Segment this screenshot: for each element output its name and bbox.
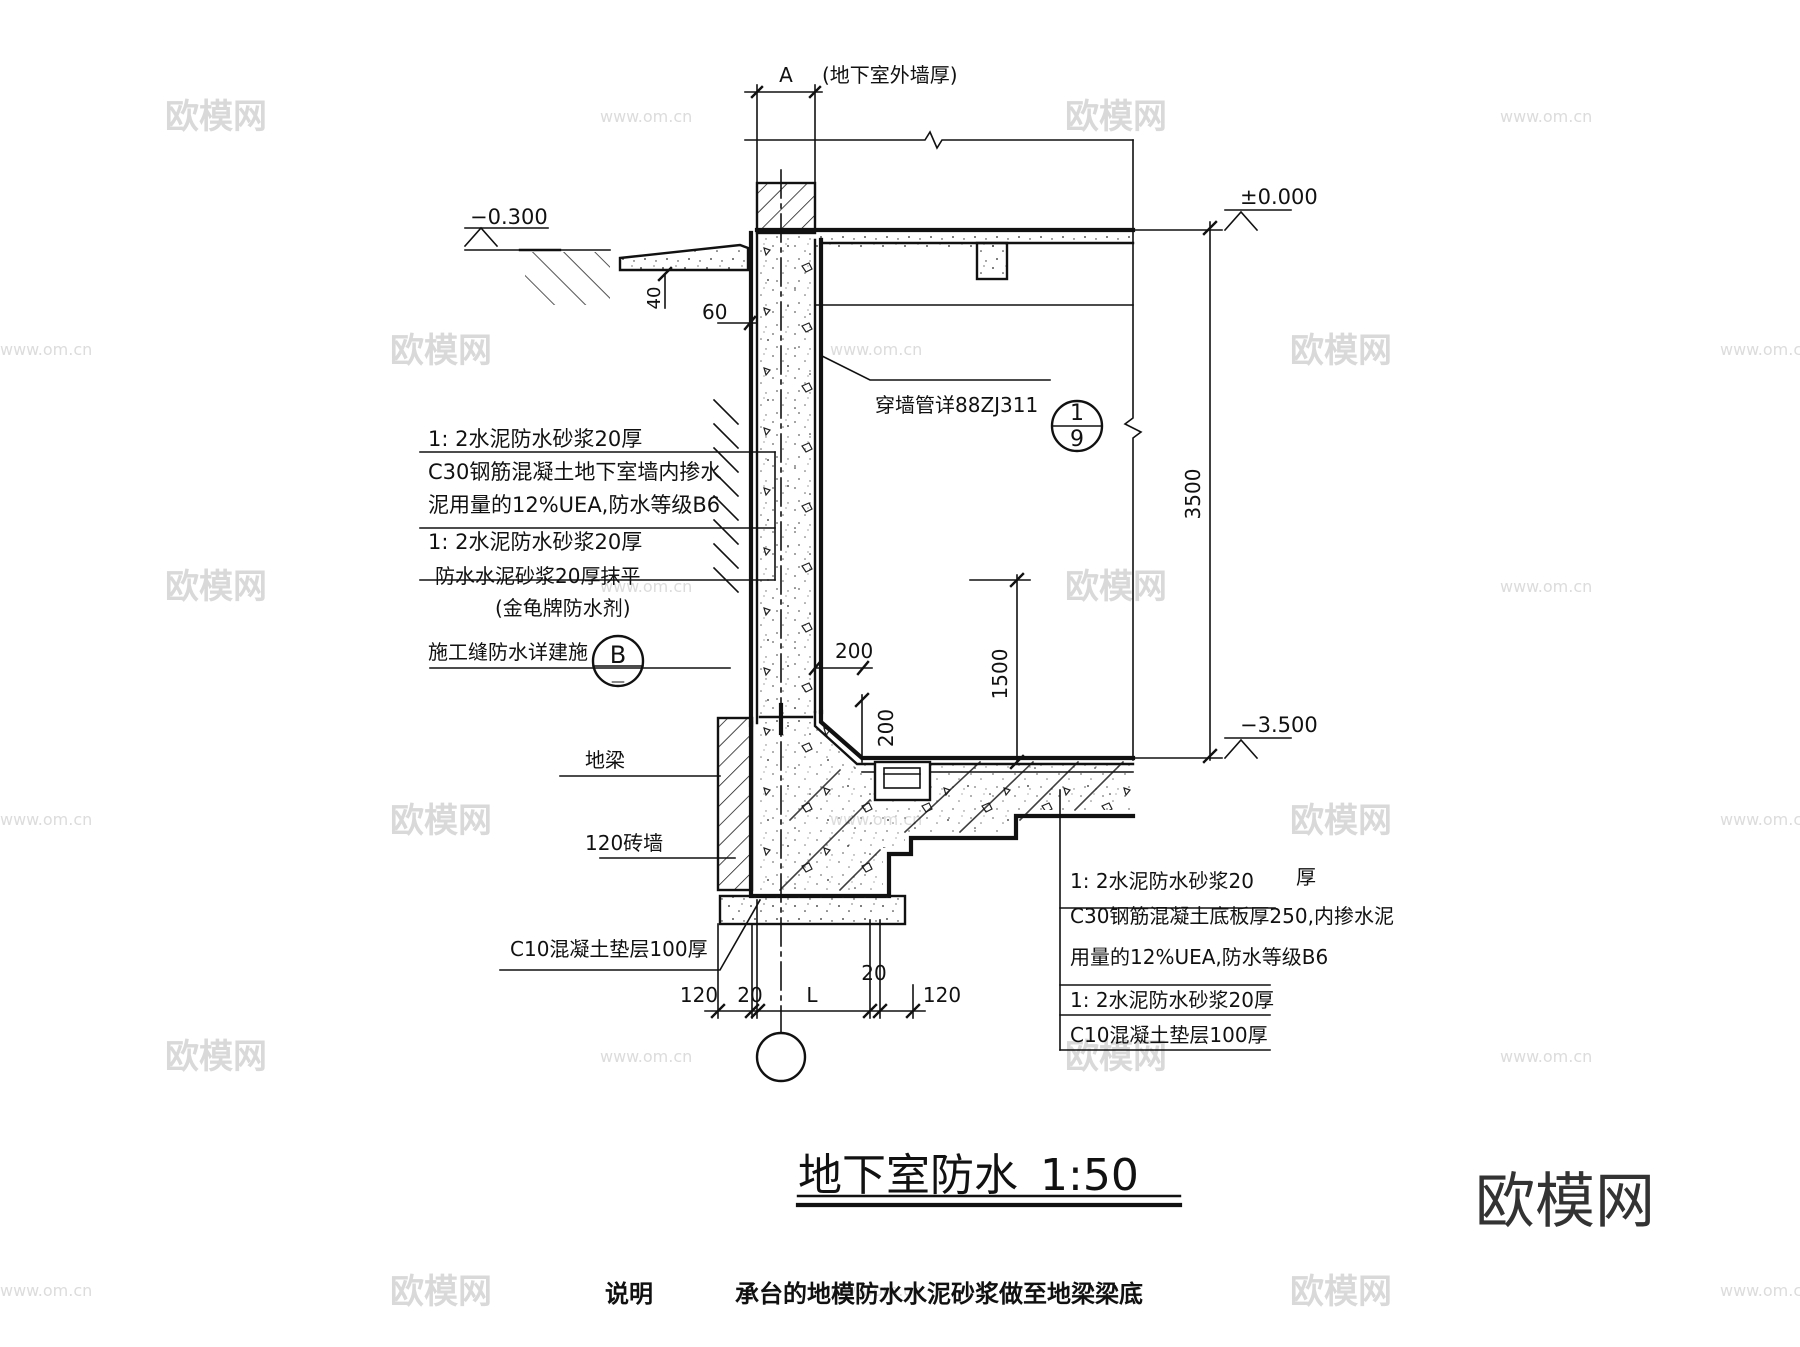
level-floor-top: ±0.000: [1240, 185, 1318, 209]
drawing-title: 地下室防水: [798, 1150, 1018, 1201]
wall-layer-6: (金龟牌防水剂): [495, 596, 631, 620]
watermark-url: www.om.cn: [1720, 810, 1800, 829]
watermark-url: www.om.cn: [1500, 107, 1592, 126]
ground-beam-label: 地梁: [585, 748, 625, 772]
watermark-text: 欧模网: [165, 1037, 267, 1077]
cushion-label: C10混凝土垫层100厚: [510, 937, 708, 961]
dimension-labels: A (地下室外墙厚) 3500 1500 40 60 200 200 120 2…: [644, 63, 1205, 1007]
wall-layer-3: 泥用量的12%UEA,防水等级B6: [428, 493, 720, 517]
watermark-text: 欧模网: [1290, 331, 1392, 371]
watermark-text: 欧模网: [165, 567, 267, 607]
dim-200-v: 200: [874, 709, 898, 747]
pipe-ref-bubble: 1 9: [1050, 399, 1104, 453]
floor-layer-2: C30钢筋混凝土底板厚250,内掺水泥: [1070, 904, 1394, 928]
dim-120-left: 120: [680, 983, 718, 1007]
watermark-text: 欧模网: [165, 97, 267, 137]
watermark-layer: 欧模网 www.om.cn 欧模网 www.om.cn www.om.cn 欧模…: [0, 97, 1800, 1312]
dim-1500: 1500: [988, 649, 1012, 700]
drawing-note: 说明 承台的地模防水水泥砂浆做至地梁梁底: [605, 1280, 1143, 1308]
dimension-lines: [657, 84, 1223, 1083]
dim-a-label: A: [779, 63, 793, 87]
wall-layer-4: 1: 2水泥防水砂浆20厚: [428, 530, 642, 554]
level-basement-floor: −3.500: [1240, 713, 1318, 737]
floor-layer-3: 用量的12%UEA,防水等级B6: [1070, 945, 1328, 969]
dim-120-right: 120: [923, 983, 961, 1007]
floor-layer-4: 1: 2水泥防水砂浆20厚: [1070, 988, 1274, 1012]
watermark-url: www.om.cn: [0, 810, 92, 829]
floor-layer-notes: 1: 2水泥防水砂浆20 厚 C30钢筋混凝土底板厚250,内掺水泥 用量的12…: [1070, 865, 1394, 1047]
watermark-text: 欧模网: [1065, 567, 1167, 607]
watermark-url: www.om.cn: [830, 1281, 922, 1300]
floor-layer-1-suffix: 厚: [1296, 865, 1316, 889]
floor-layer-5: C10混凝土垫层100厚: [1070, 1023, 1268, 1047]
watermark-url: www.om.cn: [1500, 1047, 1592, 1066]
joint-detail-label: 施工缝防水详建施: [428, 640, 588, 664]
dim-a-note: (地下室外墙厚): [822, 63, 958, 87]
watermark-text: 欧模网: [390, 801, 492, 841]
dim-20-left: 20: [737, 983, 762, 1007]
dim-20-right: 20: [861, 961, 886, 985]
brand-logo: 欧模网: [1475, 1167, 1655, 1237]
watermark-text: 欧模网: [1065, 1037, 1167, 1077]
wall-layer-2: C30钢筋混凝土地下室墙内掺水: [428, 460, 721, 484]
watermark-url: www.om.cn: [0, 340, 92, 359]
note-text: 承台的地模防水水泥砂浆做至地梁梁底: [735, 1280, 1143, 1308]
joint-ref-letter: B: [610, 641, 626, 669]
dim-40: 40: [644, 287, 665, 310]
callout-labels: 穿墙管详88ZJ311 施工缝防水详建施 地梁 120砖墙 C10混凝土垫层10…: [428, 393, 1038, 961]
basement-wall-section: [618, 130, 1143, 926]
brick-wall-label: 120砖墙: [585, 831, 663, 855]
wall-layer-notes: 1: 2水泥防水砂浆20厚 C30钢筋混凝土地下室墙内掺水 泥用量的12%UEA…: [428, 427, 721, 620]
joint-ref-den: —: [611, 674, 625, 690]
watermark-text: 欧模网: [390, 1272, 492, 1312]
watermark-text: 欧模网: [1065, 97, 1167, 137]
floor-layer-1: 1: 2水泥防水砂浆20: [1070, 869, 1254, 893]
watermark-text: 欧模网: [390, 331, 492, 371]
watermark-text: 欧模网: [1290, 801, 1392, 841]
note-label: 说明: [605, 1280, 653, 1308]
wall-layer-1: 1: 2水泥防水砂浆20厚: [428, 427, 642, 451]
level-labels: −0.300 ±0.000 −3.500: [470, 185, 1318, 737]
pipe-ref-num: 1: [1070, 401, 1084, 426]
dim-200-h: 200: [835, 639, 873, 663]
dim-l: L: [806, 983, 818, 1007]
level-ground-outside: −0.300: [470, 205, 548, 229]
pipe-detail-label: 穿墙管详88ZJ311: [875, 393, 1038, 417]
dim-60: 60: [702, 300, 727, 324]
watermark-url: www.om.cn: [600, 107, 692, 126]
dim-3500: 3500: [1181, 469, 1205, 520]
watermark-url: www.om.cn: [1720, 340, 1800, 359]
drawing-title-block: 地下室防水 1:50: [795, 1150, 1183, 1208]
joint-ref-bubble: B —: [591, 634, 645, 690]
pipe-ref-den: 9: [1070, 427, 1084, 452]
watermark-url: www.om.cn: [0, 1281, 92, 1300]
watermark-url: www.om.cn: [1500, 577, 1592, 596]
watermark-url: www.om.cn: [600, 577, 692, 596]
watermark-text: 欧模网: [1290, 1272, 1392, 1312]
watermark-url: www.om.cn: [600, 1047, 692, 1066]
level-markers: [463, 209, 1292, 760]
leader-lines: [419, 353, 1276, 1051]
drawing-scale: 1:50: [1040, 1150, 1139, 1201]
watermark-url: www.om.cn: [1720, 1281, 1800, 1300]
wall-layer-5: 防水水泥砂浆20厚抹平: [435, 564, 640, 588]
watermark-url: www.om.cn: [830, 340, 922, 359]
